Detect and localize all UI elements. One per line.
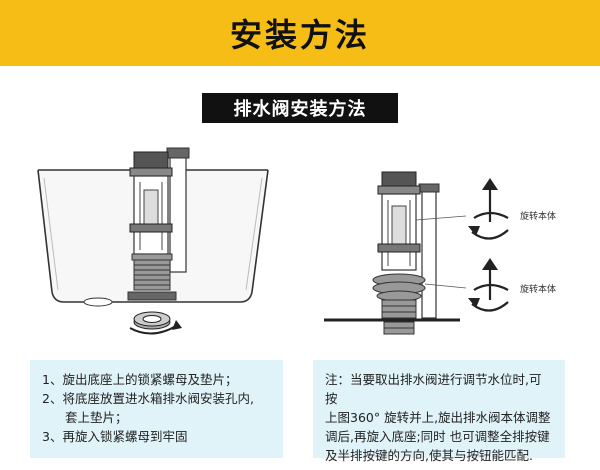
- note-line-4: 及半排按键的方向,使其与按钮能匹配.: [325, 448, 533, 463]
- title-banner: 安装方法: [0, 0, 600, 66]
- step-2-continued: 套上垫片；: [65, 410, 128, 425]
- steps-box: 1、旋出底座上的锁紧螺母及垫片； 2、将底座放置进水箱排水阀安装孔内, 套上垫片…: [30, 360, 283, 458]
- section-title-box: 排水阀安装方法: [202, 93, 398, 123]
- tank-install-diagram: [37, 147, 269, 335]
- rotate-label-bottom: 旋转本体: [520, 285, 557, 295]
- step-1: 1、旋出底座上的锁紧螺母及垫片；: [42, 372, 238, 387]
- page-title: 安装方法: [229, 16, 370, 54]
- note-line-1: 注：当要取出排水阀进行调节水位时,可按: [325, 372, 542, 406]
- step-3: 3、再旋入锁紧螺母到牢固: [42, 429, 188, 444]
- section-title: 排水阀安装方法: [233, 99, 367, 120]
- valve-rotate-diagram: [324, 171, 509, 335]
- note-box: 注：当要取出排水阀进行调节水位时,可按 上图360° 旋转并上,旋出排水阀本体调…: [313, 360, 565, 463]
- step-2: 2、将底座放置进水箱排水阀安装孔内,: [42, 391, 254, 406]
- rotate-label-top: 旋转本体: [520, 212, 557, 222]
- note-line-2: 上图360° 旋转并上,旋出排水阀本体调整: [325, 410, 551, 425]
- note-line-3: 调后,再旋入底座;同时 也可调整全排按键: [325, 429, 550, 444]
